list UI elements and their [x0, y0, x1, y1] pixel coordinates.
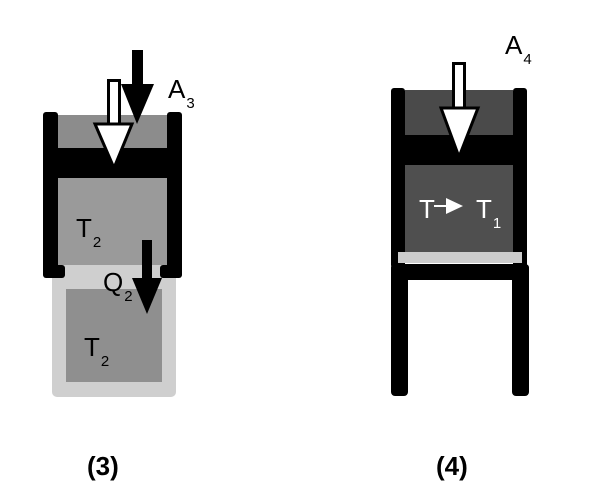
cylinder-right-wall	[513, 88, 527, 268]
cylinder-left-wall	[391, 88, 405, 268]
work-arrow-a4	[438, 62, 481, 162]
gas-region	[405, 165, 513, 252]
work-label-a3: A3	[168, 74, 195, 112]
work-label-a4: A4	[505, 30, 532, 68]
stand-top-bar	[391, 264, 529, 280]
work-arrow-a3	[121, 50, 154, 124]
insulator-plate	[398, 252, 522, 263]
caption-3: (3)	[87, 451, 119, 481]
heat-arrow-q2	[132, 240, 162, 314]
caption-4: (4)	[436, 451, 468, 481]
temp-start-label: T	[419, 194, 435, 224]
cylinder-right-wall	[167, 112, 182, 277]
reservoir-temp-label: T2	[84, 332, 109, 370]
panel-4: A4 T T1 (4)	[391, 30, 532, 481]
cylinder-base-right	[160, 265, 182, 278]
cylinder-left-wall	[43, 112, 58, 277]
stand-right-leg	[512, 264, 529, 396]
gas-temp-label: T2	[76, 213, 101, 251]
cooling-arrow	[434, 198, 463, 214]
stand-left-leg	[391, 264, 408, 396]
white-arrow	[92, 79, 135, 172]
heat-label-q2: Q2	[103, 267, 133, 305]
temp-end-label: T1	[476, 194, 501, 232]
panel-3: A3 T2 Q2 T2 (3)	[43, 50, 195, 481]
cylinder-base-left	[43, 265, 65, 278]
